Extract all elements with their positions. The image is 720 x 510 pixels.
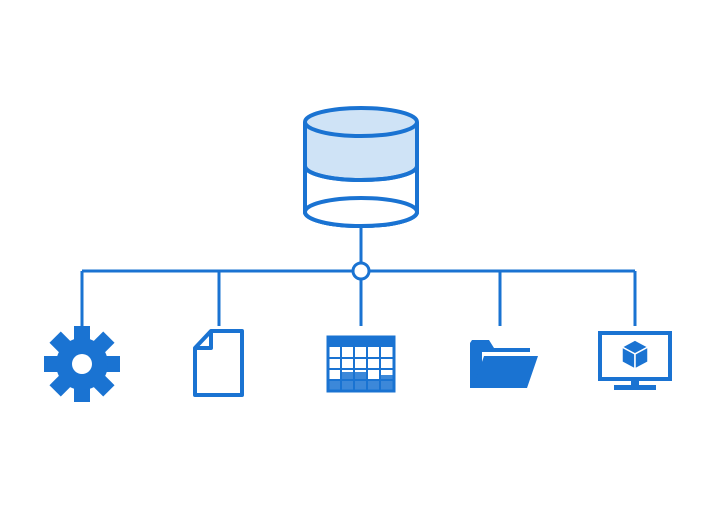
- junction-node: [351, 261, 371, 281]
- gear-icon: [44, 326, 120, 402]
- monitor-cube-icon: [598, 331, 672, 390]
- calendar-table-icon: [326, 335, 396, 393]
- document-icon: [193, 329, 244, 397]
- database-icon: [303, 106, 419, 228]
- folder-icon: [470, 340, 538, 388]
